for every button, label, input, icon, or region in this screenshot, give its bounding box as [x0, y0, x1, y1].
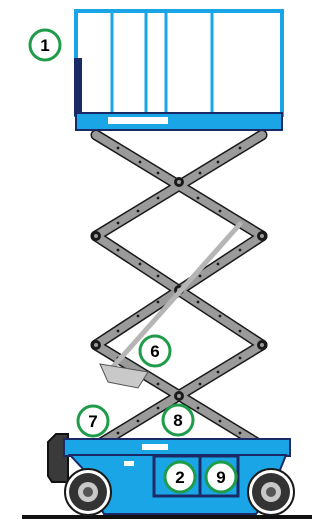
platform-gate — [74, 58, 82, 116]
rear-wheel — [64, 468, 112, 516]
callout-platform: 1 — [28, 28, 62, 62]
platform-railing — [74, 9, 284, 117]
callout-lift-cylinder: 6 — [138, 334, 172, 368]
callout-label: 1 — [40, 36, 49, 55]
callout-base-controls: 2 — [163, 460, 197, 494]
chassis-deck — [63, 438, 291, 457]
base-control-panel — [124, 461, 134, 466]
callout-label: 2 — [175, 468, 184, 487]
platform-deck — [75, 112, 283, 131]
ground-line — [22, 515, 312, 519]
callout-label: 7 — [88, 412, 97, 431]
base-compartment-outline — [152, 454, 240, 498]
callout-label: 8 — [173, 411, 182, 430]
lift-cylinder — [99, 221, 243, 389]
callout-label: 9 — [216, 468, 225, 487]
callout-label: 6 — [150, 342, 159, 361]
front-wheel — [247, 468, 295, 516]
callout-base-compartment: 9 — [204, 460, 238, 494]
callout-scissor-pivot: 8 — [161, 403, 195, 437]
arm-rivets — [116, 146, 242, 435]
callout-chassis-left: 7 — [76, 404, 110, 438]
platform — [74, 9, 284, 131]
